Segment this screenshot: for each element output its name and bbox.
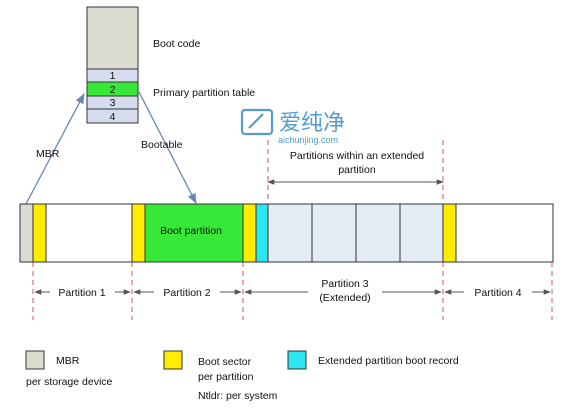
mbr-arrow — [25, 93, 85, 205]
logical-partition-2 — [311, 203, 357, 263]
entry-label-1: 1 — [110, 70, 116, 82]
entry-label-4: 4 — [110, 111, 116, 123]
legend-boot-sector-desc1: per partition — [198, 371, 254, 383]
disk-mbr-block — [19, 203, 34, 263]
watermark-logo-icon — [240, 108, 274, 136]
extended-header: Partitions within an extended partition — [267, 150, 444, 185]
disk-bar: Boot partition — [19, 203, 554, 263]
legend-mbr-desc: per storage device — [26, 376, 113, 388]
partition-4-label: Partition 4 — [474, 287, 521, 299]
boot-sector-partition-1 — [32, 203, 47, 263]
boot-partition-block — [144, 203, 244, 263]
boot-code-label: Boot code — [153, 38, 200, 50]
extended-header-line2: partition — [338, 164, 376, 176]
boot-code-block — [86, 6, 139, 70]
legend-mbr-swatch — [25, 350, 45, 370]
legend: MBR per storage device Boot sector per p… — [25, 350, 459, 402]
bootable-arrow-label: Bootable — [141, 139, 183, 151]
watermark-logo-mark — [248, 113, 264, 129]
legend-mbr-title: MBR — [56, 355, 80, 367]
entry-label-2: 2 — [110, 84, 116, 96]
entry-label-3: 3 — [110, 97, 116, 109]
logical-partition-4 — [399, 203, 444, 263]
bootable-arrow — [138, 91, 197, 204]
partition-3-sublabel: (Extended) — [319, 292, 370, 304]
legend-boot-sector-swatch — [163, 350, 183, 370]
mbr-stack: 1 2 3 4 Boot code Primary partition tabl… — [86, 6, 255, 124]
extended-header-line1: Partitions within an extended — [290, 150, 424, 162]
legend-ext-boot-title: Extended partition boot record — [318, 355, 459, 367]
partition-2-label: Partition 2 — [163, 287, 210, 299]
partition-dividers — [32, 140, 553, 320]
extended-boot-record — [255, 203, 269, 263]
boot-sector-partition-2 — [131, 203, 146, 263]
partition-table-entry-4 — [86, 108, 139, 124]
boot-partition-label: Boot partition — [160, 225, 222, 237]
logical-partition-1 — [267, 203, 313, 263]
primary-partition-table-label: Primary partition table — [153, 87, 255, 99]
boot-sector-partition-4 — [442, 203, 457, 263]
partition-1-label: Partition 1 — [58, 287, 105, 299]
partition-labels: Partition 1 Partition 2 Partition 3 (Ext… — [34, 275, 551, 307]
boot-sector-system — [242, 203, 257, 263]
partition-3-label: Partition 3 — [321, 278, 368, 290]
watermark-cn: 爱纯净 — [279, 111, 345, 136]
legend-boot-sector-desc2: Ntldr: per system — [198, 390, 278, 402]
arrows: MBR Bootable — [25, 91, 197, 205]
mbr-arrow-label: MBR — [36, 148, 60, 160]
watermark: 爱纯净 aichunjing.com — [240, 108, 345, 145]
legend-ext-boot-swatch — [287, 350, 307, 370]
legend-boot-sector-title: Boot sector — [198, 356, 252, 368]
watermark-url: aichunjing.com — [278, 135, 338, 145]
logical-partition-3 — [355, 203, 401, 263]
